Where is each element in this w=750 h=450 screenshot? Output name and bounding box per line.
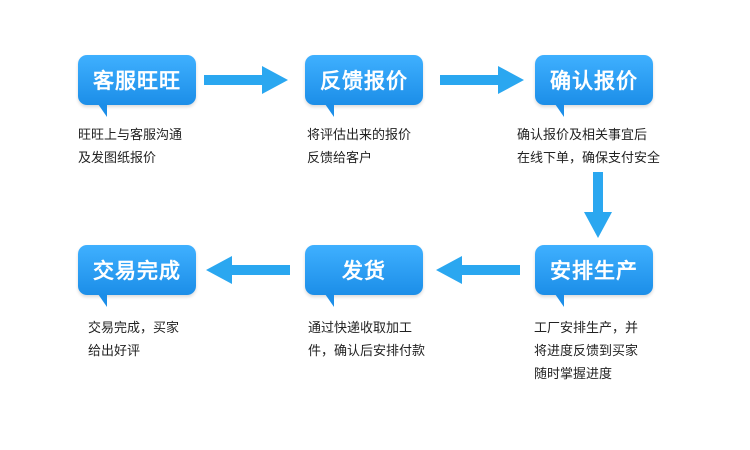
description-line: 件，确认后安排付款 — [308, 344, 426, 359]
bubble-tail — [98, 104, 107, 117]
step-label: 安排生产 — [550, 259, 638, 283]
step-label: 确认报价 — [550, 69, 638, 93]
step-shipping: 发货 — [305, 245, 423, 307]
step-customer-service: 客服旺旺 — [78, 55, 196, 117]
step-description-shipping: 通过快递收取加工 件，确认后安排付款 — [308, 317, 425, 363]
step-description-customer-service: 旺旺上与客服沟通 及发图纸报价 — [78, 124, 182, 170]
description-line: 确认报价及相关事宜后 — [517, 128, 648, 143]
bubble-tail — [98, 294, 107, 307]
arrow-left-icon — [206, 256, 290, 284]
step-label: 反馈报价 — [320, 69, 408, 93]
description-line: 随时掌握进度 — [534, 367, 613, 382]
bubble-tail — [555, 294, 564, 307]
description-line: 旺旺上与客服沟通 — [78, 128, 183, 143]
step-description-feedback-quote: 将评估出来的报价 反馈给客户 — [307, 124, 411, 170]
arrow-right-icon — [440, 66, 524, 94]
step-label: 客服旺旺 — [93, 69, 181, 93]
description-line: 将评估出来的报价 — [307, 128, 412, 143]
description-line: 交易完成，买家 — [88, 321, 180, 336]
step-label: 交易完成 — [93, 259, 181, 283]
arrow-right-icon — [204, 66, 288, 94]
step-production: 安排生产 — [535, 245, 653, 307]
description-line: 工厂安排生产，并 — [534, 321, 639, 336]
step-complete: 交易完成 — [78, 245, 196, 307]
description-line: 及发图纸报价 — [78, 151, 157, 166]
arrow-down-icon — [584, 172, 612, 238]
description-line: 给出好评 — [88, 344, 141, 359]
description-line: 反馈给客户 — [307, 151, 373, 166]
step-feedback-quote: 反馈报价 — [305, 55, 423, 117]
step-confirm-quote: 确认报价 — [535, 55, 653, 117]
step-description-complete: 交易完成，买家 给出好评 — [88, 317, 179, 363]
description-line: 通过快递收取加工 — [308, 321, 413, 336]
bubble-tail — [555, 104, 564, 117]
step-description-confirm-quote: 确认报价及相关事宜后 在线下单，确保支付安全 — [517, 124, 660, 170]
description-line: 在线下单，确保支付安全 — [517, 151, 661, 166]
description-line: 将进度反馈到买家 — [534, 344, 639, 359]
arrow-left-icon — [436, 256, 520, 284]
step-label: 发货 — [342, 259, 386, 283]
bubble-tail — [325, 104, 334, 117]
bubble-tail — [325, 294, 334, 307]
step-description-production: 工厂安排生产，并 将进度反馈到买家 随时掌握进度 — [534, 317, 638, 386]
